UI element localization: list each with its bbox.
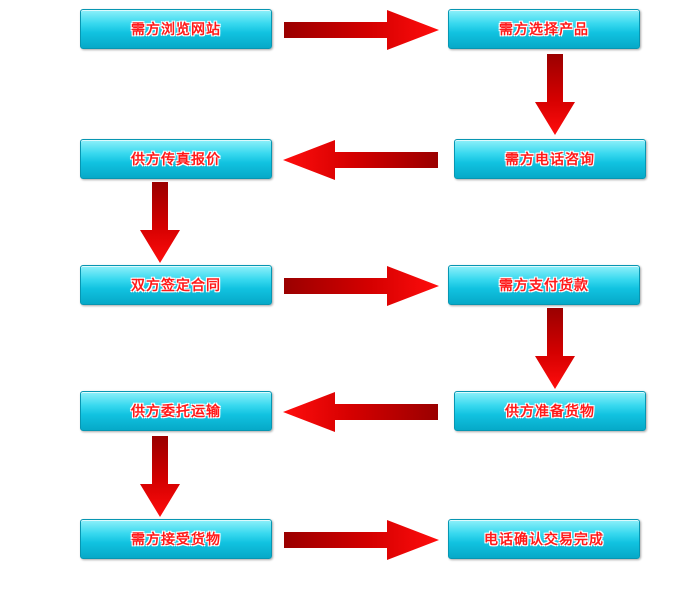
arrow-down-icon: [140, 182, 180, 263]
step-label: 需方电话咨询: [505, 152, 595, 168]
step-receive-goods: 需方接受货物: [80, 519, 272, 559]
arrow-down-icon: [535, 308, 575, 389]
step-label: 需方选择产品: [499, 22, 589, 38]
step-label: 电话确认交易完成: [484, 532, 604, 548]
arrow-right-icon: [284, 10, 439, 50]
step-sign-contract: 双方签定合同: [80, 265, 272, 305]
step-select-product: 需方选择产品: [448, 9, 640, 49]
arrow-down-icon: [535, 54, 575, 135]
step-browse-website: 需方浏览网站: [80, 9, 272, 49]
step-prepare-goods: 供方准备货物: [454, 391, 646, 431]
step-label: 需方支付货款: [499, 278, 589, 294]
step-label: 供方传真报价: [131, 152, 221, 168]
step-label: 双方签定合同: [131, 278, 221, 294]
arrow-left-icon: [283, 140, 438, 180]
step-ship: 供方委托运输: [80, 391, 272, 431]
arrow-right-icon: [284, 266, 439, 306]
step-phone-inquiry: 需方电话咨询: [454, 139, 646, 179]
step-label: 需方接受货物: [131, 532, 221, 548]
step-pay: 需方支付货款: [448, 265, 640, 305]
step-label: 需方浏览网站: [131, 22, 221, 38]
arrow-right-icon: [284, 520, 439, 560]
step-label: 供方准备货物: [505, 404, 595, 420]
arrow-down-icon: [140, 436, 180, 517]
step-fax-quote: 供方传真报价: [80, 139, 272, 179]
arrow-left-icon: [283, 392, 438, 432]
step-label: 供方委托运输: [131, 404, 221, 420]
step-confirm-complete: 电话确认交易完成: [448, 519, 640, 559]
